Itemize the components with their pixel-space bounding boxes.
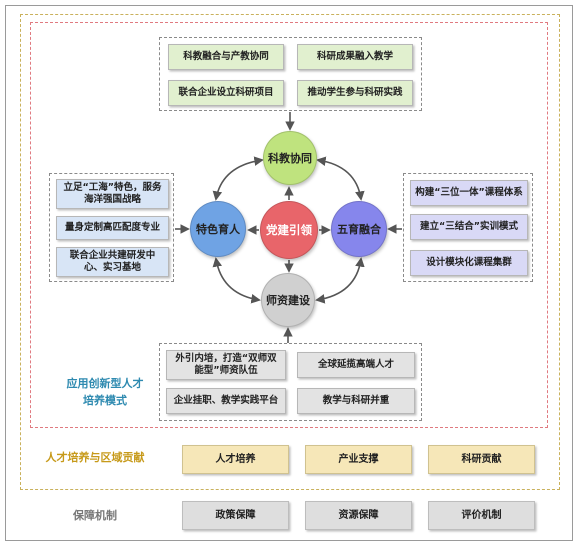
innovation-model-label-text: 应用创新型人才培养模式 xyxy=(66,377,144,407)
bottom-group: 外引内培，打造“双师双能型”师资队伍 全球延揽高端人才 企业挂职、教学实践平台 … xyxy=(159,343,422,421)
guarantee-item: 政策保障 xyxy=(182,501,289,530)
top-item: 联合企业设立科研项目 xyxy=(168,80,284,106)
left-item: 立足“工海”特色，服务海洋强国战略 xyxy=(56,179,169,209)
right-item: 构建“三位一体”课程体系 xyxy=(410,180,528,206)
left-item: 量身定制高匹配度专业 xyxy=(56,216,169,240)
innovation-model-frame xyxy=(30,22,548,428)
left-group: 立足“工海”特色，服务海洋强国战略 量身定制高匹配度专业 联合企业共建研发中心、… xyxy=(49,173,174,282)
talent-item: 产业支撑 xyxy=(305,445,412,474)
arc-top-right xyxy=(316,156,365,201)
bottom-item: 企业挂职、教学实践平台 xyxy=(166,388,286,414)
circle-five-education: 五育融合 xyxy=(331,201,387,257)
arc-top-left xyxy=(212,156,264,201)
talent-item: 科研贡献 xyxy=(428,445,535,474)
circle-featured-education: 特色育人 xyxy=(190,201,246,257)
talent-region-frame xyxy=(20,14,560,490)
right-item: 设计模块化课程集群 xyxy=(410,250,528,276)
guarantee-label: 保障机制 xyxy=(73,509,117,522)
right-item: 建立“三结合”实训模式 xyxy=(410,214,528,240)
left-item: 联合企业共建研发中心、实习基地 xyxy=(56,247,169,277)
circle-party-leadership: 党建引领 xyxy=(260,201,318,259)
top-item: 科研成果融入教学 xyxy=(297,44,413,70)
arc-left-bottom xyxy=(212,257,261,304)
talent-item: 人才培养 xyxy=(182,445,289,474)
guarantee-item: 资源保障 xyxy=(305,501,412,530)
circle-research-collab: 科教协同 xyxy=(263,131,317,185)
guarantee-frame xyxy=(5,5,573,541)
circle-faculty-building: 师资建设 xyxy=(261,273,315,327)
top-group: 科教融合与产教协同 科研成果融入教学 联合企业设立科研项目 推动学生参与科研实践 xyxy=(159,37,422,111)
right-group: 构建“三位一体”课程体系 建立“三结合”实训模式 设计模块化课程集群 xyxy=(403,173,533,282)
arc-right-bottom xyxy=(315,257,365,304)
top-item: 科教融合与产教协同 xyxy=(168,44,284,70)
bottom-item: 教学与科研并重 xyxy=(297,388,415,414)
innovation-model-label: 应用创新型人才培养模式 xyxy=(40,375,170,409)
top-item: 推动学生参与科研实践 xyxy=(297,80,413,106)
bottom-item: 外引内培，打造“双师双能型”师资队伍 xyxy=(166,350,286,380)
bottom-item: 全球延揽高端人才 xyxy=(297,352,415,378)
guarantee-item: 评价机制 xyxy=(428,501,535,530)
talent-region-label: 人才培养与区域贡献 xyxy=(45,451,145,464)
